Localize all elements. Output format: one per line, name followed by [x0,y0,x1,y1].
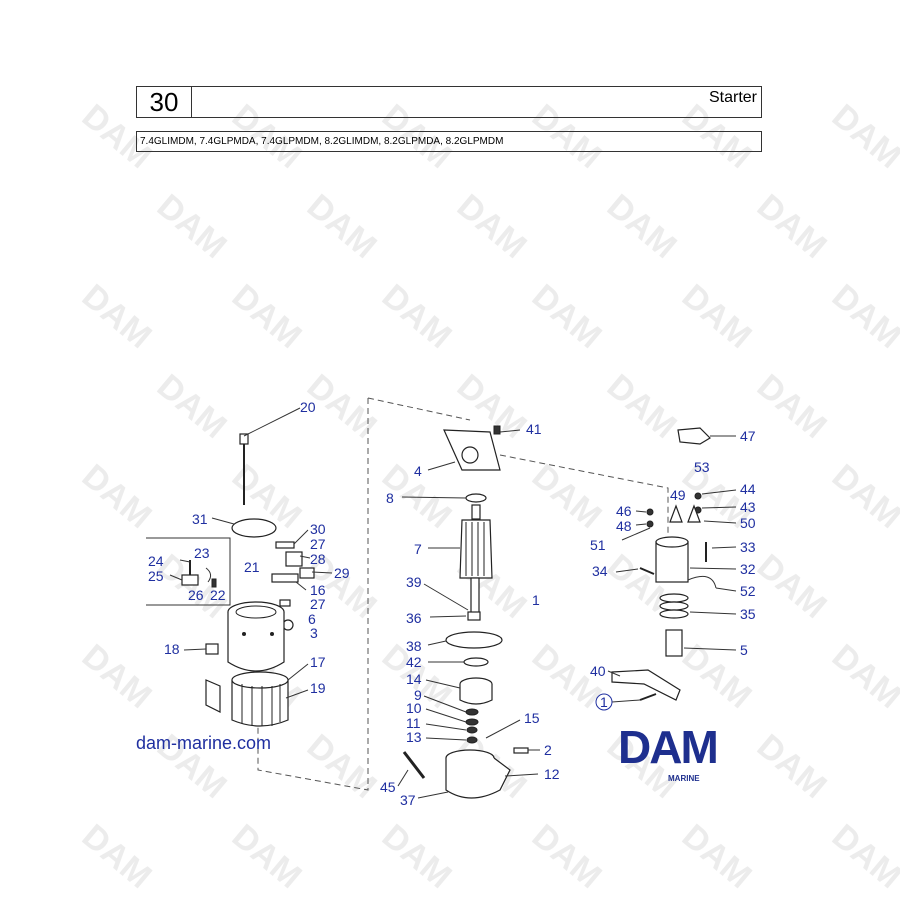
callout-52: 52 [740,583,756,599]
part-retainer [467,611,481,621]
callout-1: 1 [532,592,540,608]
part-solenoid-hardware [621,489,737,541]
callout-36: 36 [406,610,422,626]
callout-32: 32 [740,561,756,577]
callout-43: 43 [740,499,756,515]
callout-18: 18 [164,641,180,657]
callout-9: 9 [414,687,422,703]
part-drive-housing [445,747,540,799]
assembly-dash-right [499,454,669,540]
callout-22: 22 [210,587,226,603]
callout-51: 51 [590,537,606,553]
callout-10: 10 [406,700,422,716]
callout-50: 50 [740,515,756,531]
part-rings [423,695,521,744]
callout-17: 17 [310,654,326,670]
logo-wordmark: DAM [618,721,719,773]
part-solenoid [615,536,737,592]
callout-13: 13 [406,729,422,745]
callout-27b: 27 [310,596,326,612]
part-washer-42 [463,657,489,667]
section-title: Starter [708,89,757,106]
callout-1b: 1 [600,694,608,710]
part-mounting-bolt [397,751,449,799]
part-small-bolts [279,599,294,631]
callout-26: 26 [188,587,204,603]
callout-47: 47 [740,428,756,444]
callout-41: 41 [526,421,542,437]
part-frame-housing [227,601,285,672]
callout-23: 23 [194,545,210,561]
callout-15: 15 [524,710,540,726]
callout-45: 45 [380,779,396,795]
callout-33: 33 [740,539,756,555]
callout-2: 2 [544,742,552,758]
part-brush-clips [271,529,333,591]
part-end-plate [211,517,277,538]
callout-14: 14 [406,671,422,687]
callout-24: 24 [148,553,164,569]
callout-6: 6 [308,611,316,627]
part-field-cage [205,663,309,727]
callout-7: 7 [414,541,422,557]
callout-39: 39 [406,574,422,590]
callout-28: 28 [310,551,326,567]
callout-8: 8 [386,490,394,506]
part-brush-terminal [169,559,217,588]
callout-37: 37 [400,792,416,808]
callout-53: 53 [694,459,710,475]
callout-12: 12 [544,766,560,782]
part-plunger-spring [659,593,737,657]
callout-3: 3 [310,625,318,641]
callout-31: 31 [192,511,208,527]
callout-1-circled: 1 [595,693,613,711]
callout-49: 49 [670,487,686,503]
callout-30: 30 [310,521,326,537]
part-armature [428,504,493,615]
part-commutator-end-frame [427,425,521,471]
callout-29: 29 [334,565,350,581]
callout-42: 42 [406,654,422,670]
inset-frame [146,537,231,606]
logo-subtitle: MARINE [668,774,700,783]
callout-40: 40 [590,663,606,679]
assembly-dash-left [257,398,369,791]
website-url: dam-marine.com [136,733,272,753]
part-shift-lever [607,669,681,703]
leader-39 [423,583,469,611]
assembly-dash-top [367,397,471,421]
model-list: 7.4GLIMDM, 7.4GLPMDA, 7.4GLPMDM, 8.2GLIM… [136,131,762,152]
part-through-bolt [239,407,301,505]
section-header: 30 Starter [136,86,762,118]
callout-38: 38 [406,638,422,654]
callout-44: 44 [740,481,756,497]
callout-labels: 20 41 47 4 53 44 8 49 43 46 31 50 48 30 … [148,399,756,808]
callout-25: 25 [148,568,164,584]
dam-marine-logo: DAM MARINE [618,724,764,790]
part-drive-assembly [425,677,493,705]
part-grommet [183,643,219,655]
callout-21: 21 [244,559,260,575]
callout-5: 5 [740,642,748,658]
callout-46: 46 [616,503,632,519]
callout-16: 16 [310,582,326,598]
callout-48: 48 [616,518,632,534]
section-number: 30 [137,87,192,117]
part-terminal-boot [677,427,736,445]
part-center-bearing-plate [445,631,503,649]
callout-11: 11 [406,715,421,731]
callout-35: 35 [740,606,756,622]
callout-20: 20 [300,399,316,415]
callout-34: 34 [592,563,608,579]
callout-4: 4 [414,463,422,479]
callout-19: 19 [310,680,326,696]
part-thrust-washer [465,493,487,503]
callout-27a: 27 [310,536,326,552]
